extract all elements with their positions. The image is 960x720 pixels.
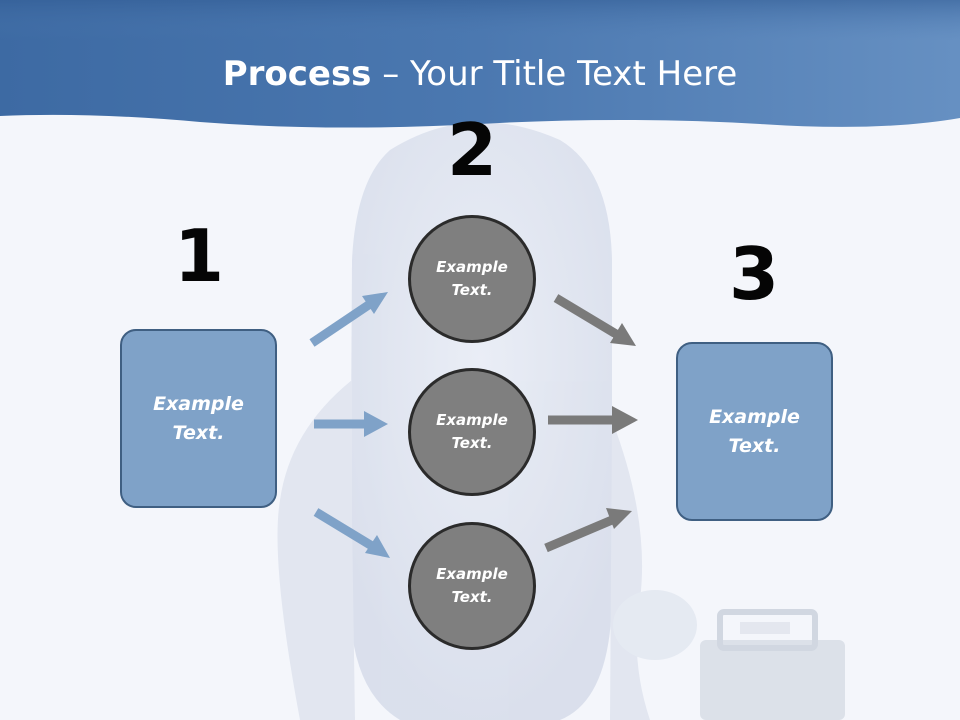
briefcase-illustration: [700, 609, 845, 720]
step-2-circle-bottom: Example Text.: [408, 522, 536, 650]
step-1-box: Example Text.: [120, 329, 277, 508]
title-bold-text: Process: [222, 54, 372, 94]
step-2-circle-top-text: Example Text.: [436, 258, 508, 299]
step-2-circle-top: Example Text.: [408, 215, 536, 343]
step-2-number: 2: [446, 108, 498, 192]
step-3-box: Example Text.: [676, 342, 833, 521]
step-3-text: Example Text.: [709, 405, 800, 457]
title-rest-text: – Your Title Text Here: [371, 54, 738, 94]
step-2-circle-middle-text: Example Text.: [436, 411, 508, 452]
step-2-circle-middle: Example Text.: [408, 368, 536, 496]
step-1-number: 1: [173, 214, 225, 298]
step-1-text: Example Text.: [153, 392, 244, 444]
step-2-circle-bottom-text: Example Text.: [436, 565, 508, 606]
slide-title: Process – Your Title Text Here: [0, 52, 960, 96]
step-3-number: 3: [728, 232, 780, 316]
